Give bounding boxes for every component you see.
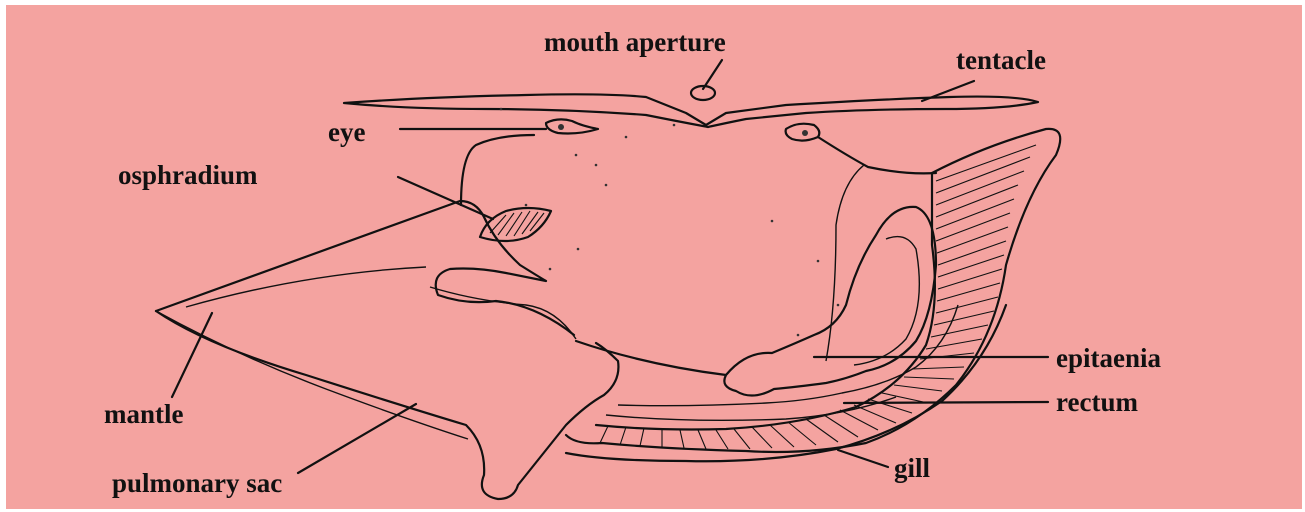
leader-rectum [844,402,1048,403]
internal-organs [576,207,958,420]
label-osphradium: osphradium [118,160,258,190]
left-eye [546,119,598,133]
label-eye: eye [328,117,365,147]
body-outline [461,135,936,361]
gill-inner-edge [596,173,935,430]
body-left-upper [461,135,534,205]
label-rectum: rectum [1056,387,1138,417]
left-eye-pupil [558,124,564,130]
label-mouth-aperture: mouth aperture [544,27,726,57]
gill-outer-edge [566,129,1060,452]
leader-gill [838,450,888,467]
label-gill: gill [894,453,931,483]
label-pulmonary-sac: pulmonary sac [112,468,282,498]
gill-bottom-edge [566,305,1006,461]
label-epitaenia: epitaenia [1056,343,1161,373]
gill-band [566,129,1060,461]
mantle-upper-edge [156,201,574,335]
right-eye-pupil [802,130,808,136]
snail-anatomy-diagram: mouth aperture tentacle eye osphradium e… [6,5,1302,509]
body-right-upper [818,137,936,173]
tentacle-outline [344,94,1038,127]
mantle-flap [156,201,618,499]
leader-pulmonary-sac [298,404,416,473]
rectum-line-lower [618,305,958,406]
body-right-inner [826,165,864,361]
mantle-fold-line [430,287,576,339]
diagram-canvas: mouth aperture tentacle eye osphradium e… [6,5,1302,509]
leader-lines [172,60,1048,473]
body-stipple [500,108,840,337]
osphradium-shape [480,208,551,241]
label-mantle: mantle [104,399,184,429]
label-tentacle: tentacle [956,45,1046,75]
head-outline [344,86,1038,141]
leader-mouth-aperture [703,60,722,89]
leader-osphradium [398,177,493,219]
epitaenia-fold [576,207,936,396]
